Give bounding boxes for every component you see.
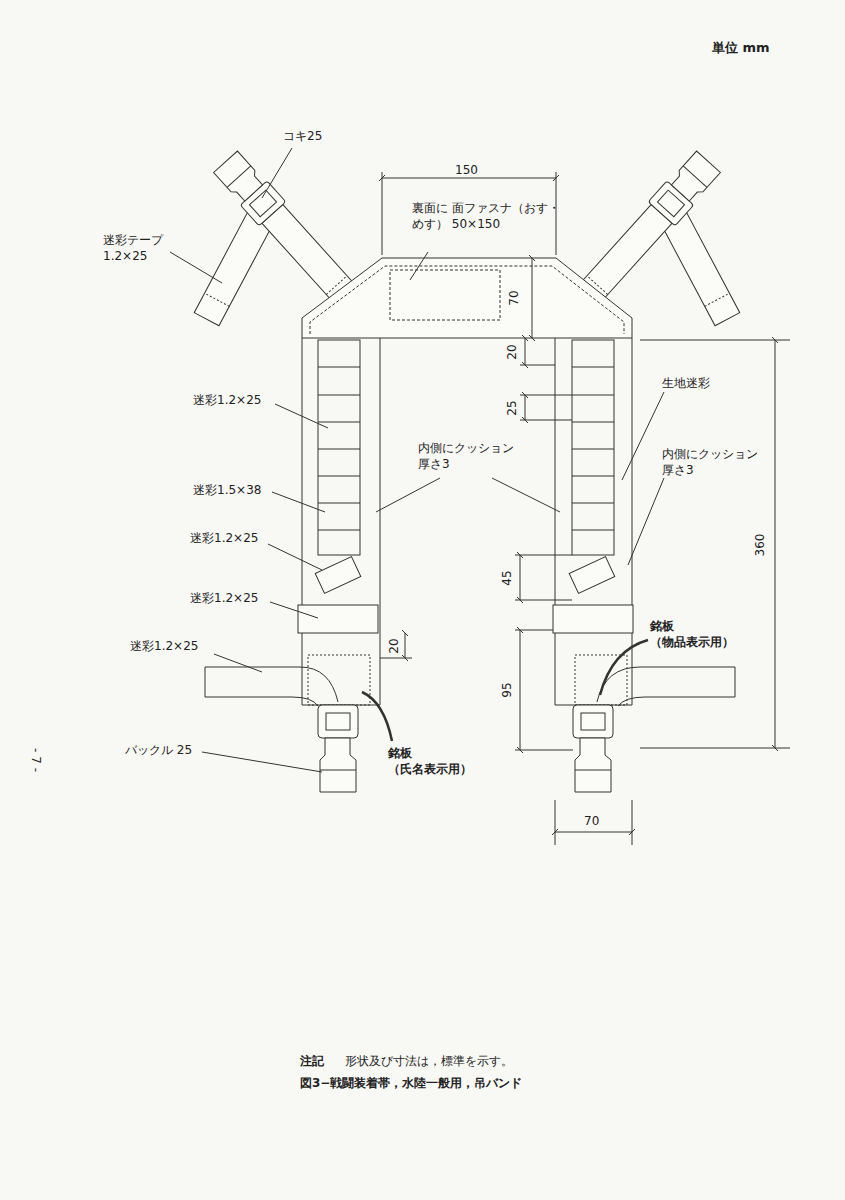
dimension: 20 (386, 638, 402, 653)
note-text: 形状及び寸法は，標準を示す。 (345, 1053, 513, 1069)
part-label: 生地迷彩 (662, 375, 710, 391)
dimension: 20 (504, 344, 520, 359)
part-label: 銘板 （物品表示用） (650, 618, 742, 650)
note-heading: 注記 (300, 1053, 324, 1069)
part-label: 迷彩1.5×38 (193, 482, 261, 498)
part-label: コキ25 (283, 128, 322, 144)
part-label: 迷彩1.2×25 (190, 530, 258, 546)
part-label: 銘板 （氏名表示用） (388, 745, 480, 777)
part-label: 迷彩1.2×25 (193, 392, 261, 408)
part-label: 迷彩1.2×25 (190, 590, 258, 606)
dimension: 45 (499, 570, 515, 585)
unit-note: 単位 mm (712, 40, 770, 56)
dimension: 70 (584, 813, 599, 829)
part-label: 裏面に 面ファスナ（おす・めす） 50×150 (412, 200, 564, 232)
part-label: 内側にクッション 厚さ3 (418, 440, 528, 472)
page-number: - 7 - (28, 748, 44, 772)
figure-caption: 図3−戦闘装着帯，水陸一般用，吊バンド (300, 1075, 522, 1091)
dimension: 95 (499, 682, 515, 697)
part-label: 迷彩1.2×25 (130, 638, 198, 654)
part-label: バックル 25 (125, 742, 192, 758)
part-label: 迷彩テープ 1.2×25 (103, 232, 181, 264)
dimension: 25 (504, 400, 520, 415)
dimension: 70 (506, 290, 522, 305)
dimension: 150 (455, 162, 478, 178)
part-label: 内側にクッション 厚さ3 (662, 446, 772, 478)
dimension: 360 (752, 534, 768, 557)
